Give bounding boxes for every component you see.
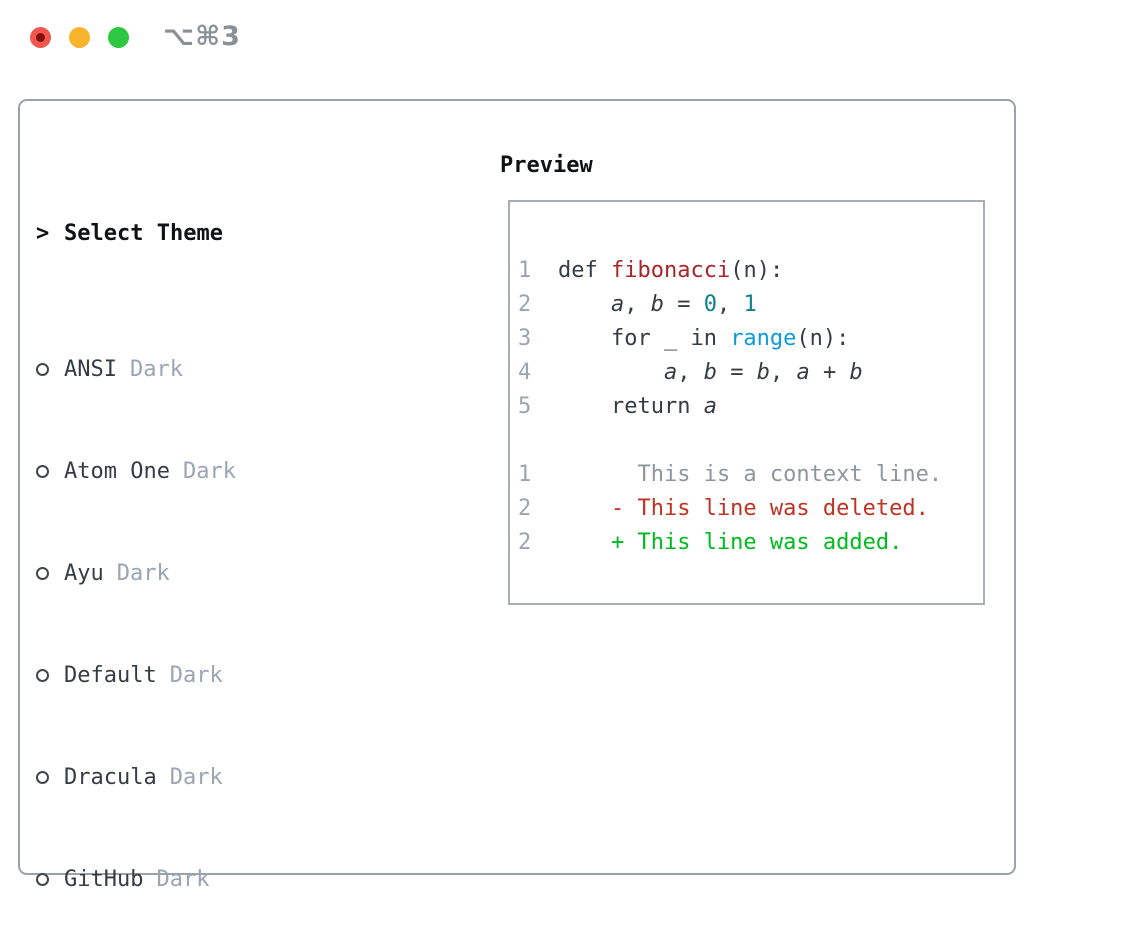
variable-token: b [756,360,770,385]
focus-pointer-icon: > [36,221,50,246]
code-token [558,360,664,385]
close-button[interactable] [30,27,51,48]
code-token: , [677,360,704,385]
code-token: (n): [796,326,850,351]
line-number: 2 [518,496,532,521]
variant-label: Dark [129,357,183,382]
variable-token: b [849,360,863,385]
blank-line [518,424,983,458]
variant-label: Dark [116,561,170,586]
variable-token: a [663,360,678,385]
builtin-token: range [730,326,797,351]
code-token: = [663,292,704,317]
radio-icon [36,363,49,376]
variant-label: Dark [169,765,223,790]
number-literal-token: 0 [703,292,717,317]
variable-token: a [796,360,810,385]
function-name-token: fibonacci [610,258,731,283]
radio-icon [36,465,49,478]
line-number: 1 [518,462,532,487]
zoom-button[interactable] [108,27,129,48]
code-token: (n): [730,258,784,283]
variable-token: a [610,292,625,317]
line-number: 2 [518,530,532,555]
diff-added-text: + This line was added. [558,530,903,555]
window-title: ⌥⌘3 [163,21,241,52]
number-literal-token: 1 [743,292,757,317]
variable-token: a [703,394,717,419]
diff-deleted-text: - This line was deleted. [558,496,929,521]
line-number: 3 [518,326,532,351]
code-line: 3 for _ in range(n): [518,322,983,356]
radio-icon [36,669,49,682]
code-token [558,292,611,317]
line-number: 4 [518,360,532,385]
code-token: + [809,360,850,385]
diff-context-line: 1 This is a context line. [518,458,983,492]
code-token: , [716,292,744,317]
variant-label: Dark [156,867,210,892]
code-token: return [558,394,704,419]
line-number: 1 [518,258,532,283]
line-number: 2 [518,292,532,317]
code-line: 4 a, b = b, a + b [518,356,983,390]
code-token: def [558,258,611,283]
radio-icon [36,567,49,580]
diff-deleted-line: 2 - This line was deleted. [518,492,983,526]
minimize-button[interactable] [69,27,90,48]
variable-token: b [650,292,664,317]
radio-icon [36,771,49,784]
diff-context-text: This is a context line. [558,462,943,487]
titlebar: ⌥⌘3 [0,0,1140,74]
radio-icon [36,873,49,886]
variant-label: Dark [182,459,236,484]
code-token: = [716,360,757,385]
preview-header: Preview [500,153,593,178]
diff-added-line: 2 + This line was added. [518,526,983,560]
code-line: 1 def fibonacci(n): [518,254,983,288]
code-line: 2 a, b = 0, 1 [518,288,983,322]
code-token: , [624,292,651,317]
select-theme-label: Select Theme [64,221,223,246]
line-number: 5 [518,394,532,419]
code-line: 5 return a [518,390,983,424]
variable-token: b [703,360,717,385]
select-theme-header: > Select Theme [36,217,466,251]
variant-label: Dark [169,663,223,688]
code-token: , [769,360,797,385]
code-token: for _ in [558,326,731,351]
